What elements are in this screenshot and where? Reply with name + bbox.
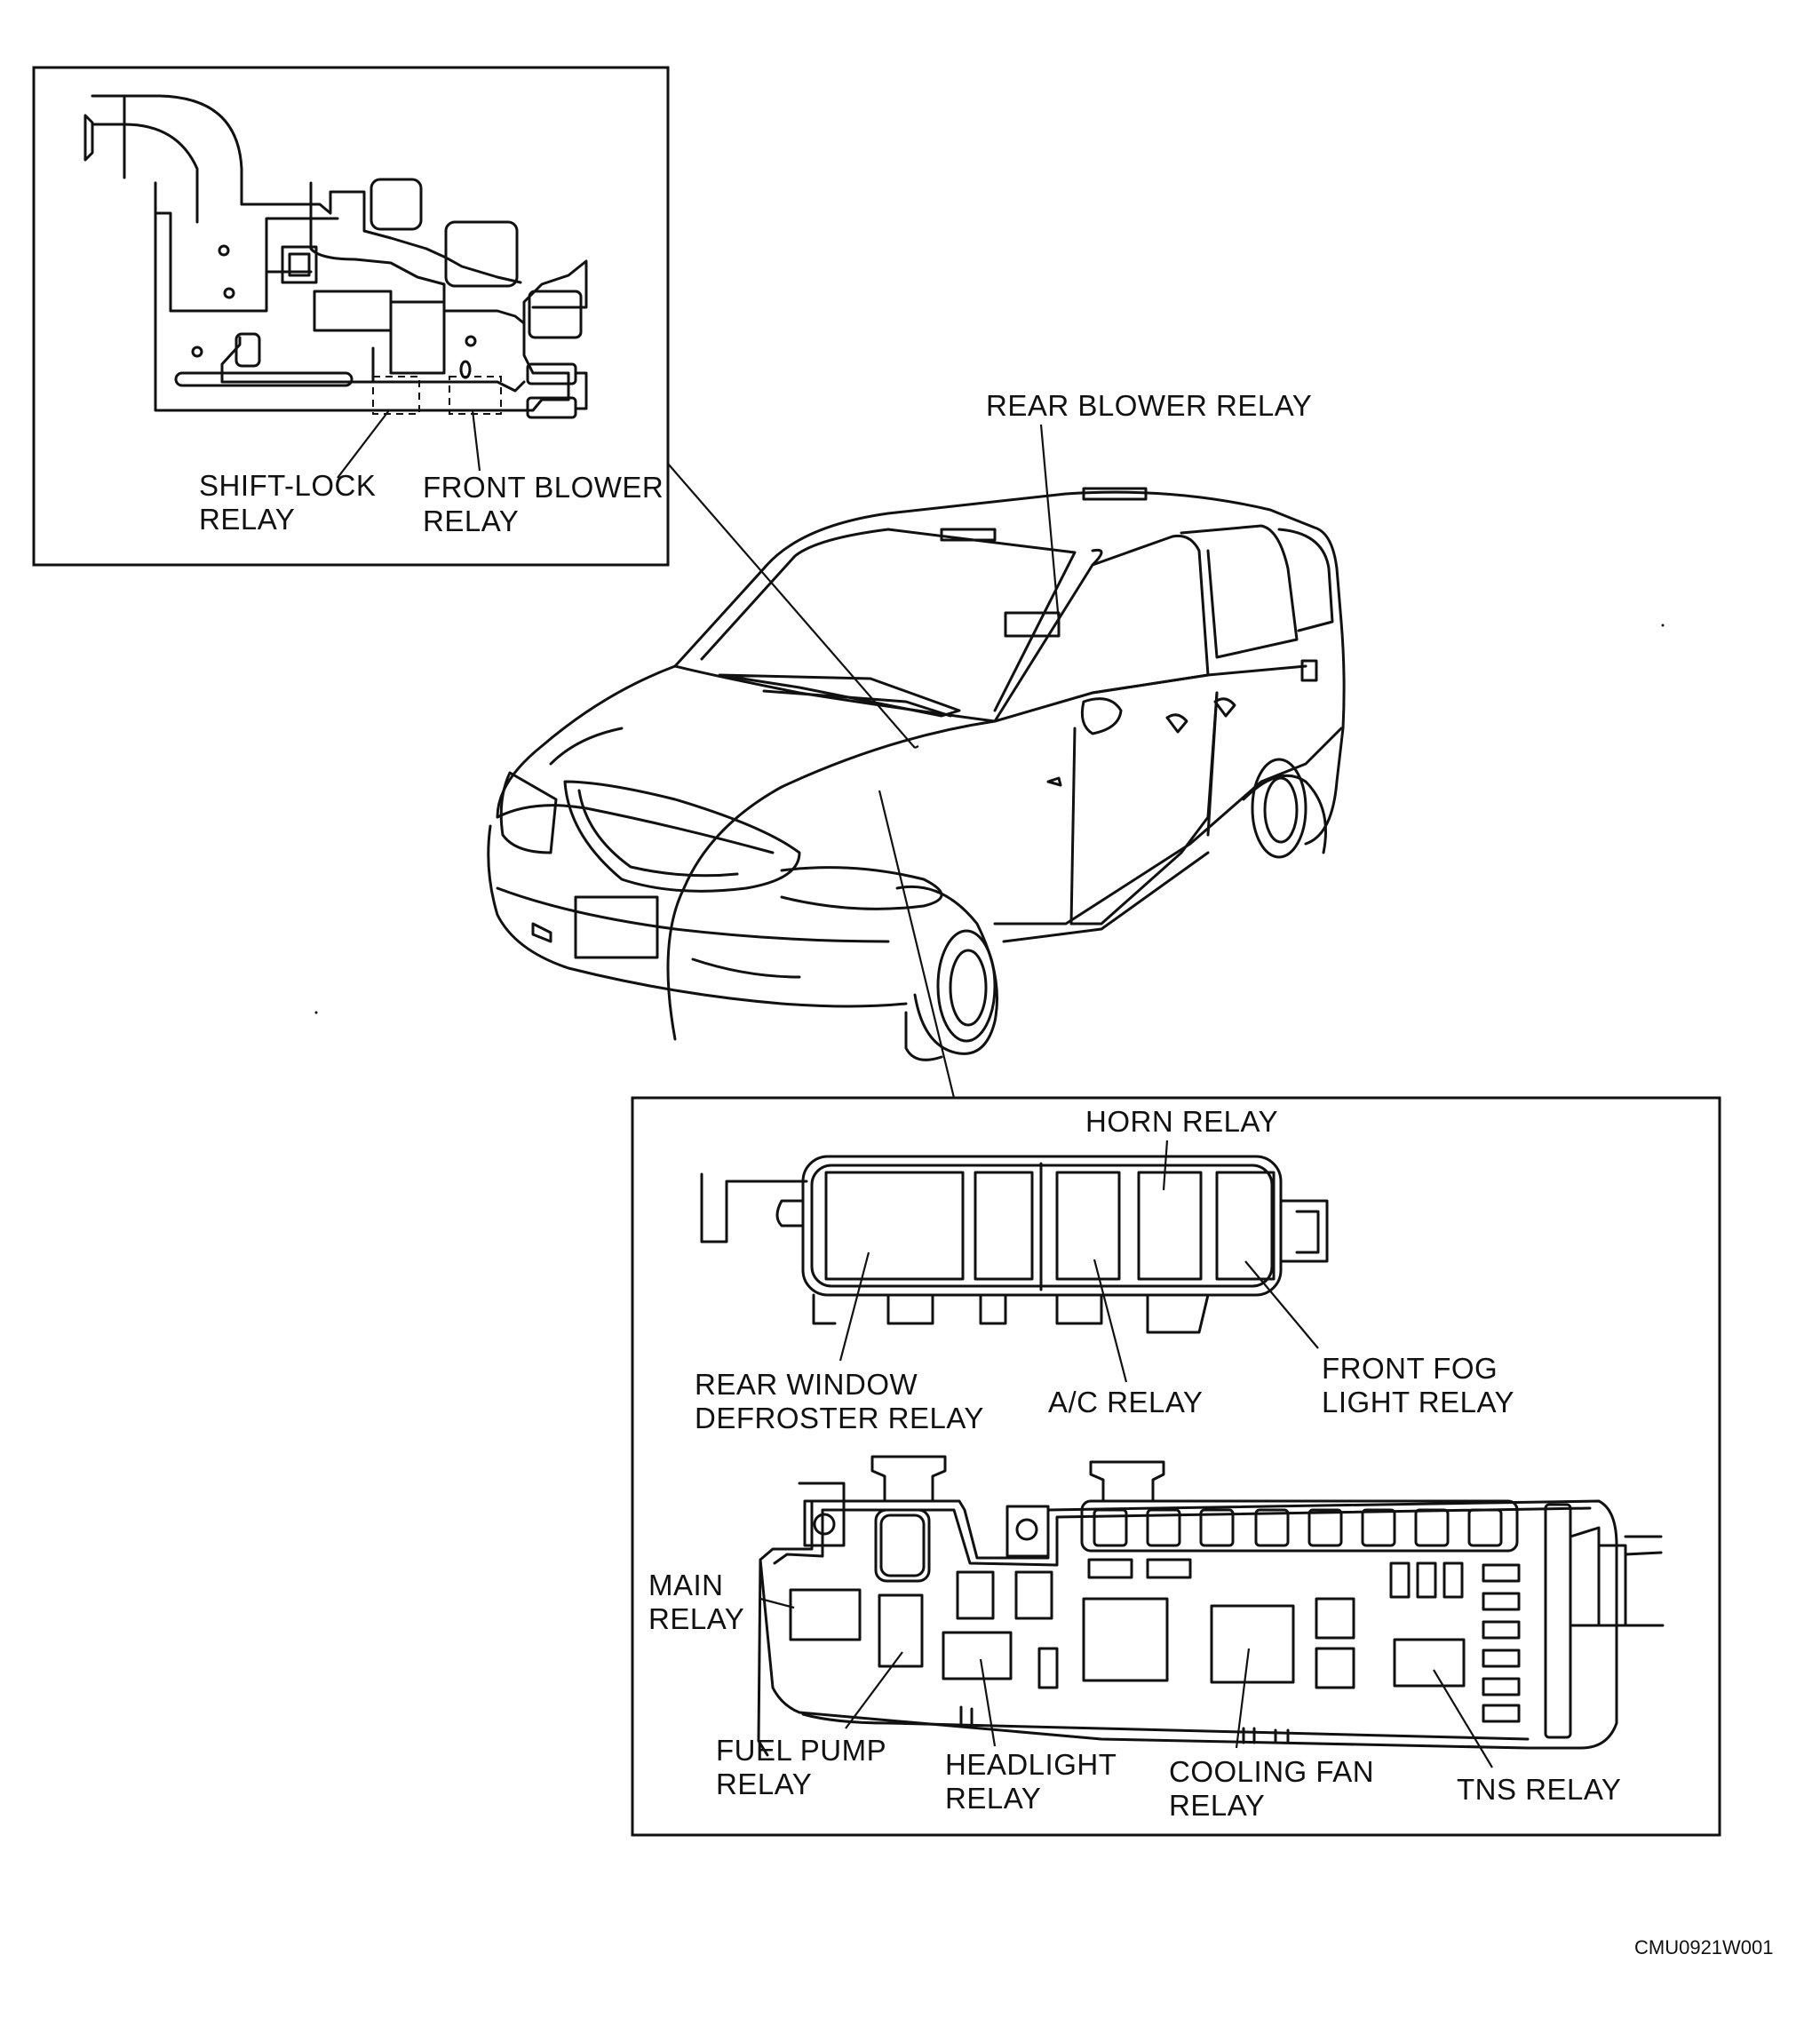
label-headlight-relay-line1: HEADLIGHT (945, 1748, 1117, 1781)
label-tns-relay: TNS RELAY (1457, 1773, 1622, 1806)
label-rear-window-defroster-relay-line1: REAR WINDOW (695, 1368, 918, 1401)
front-blower-relay-marker (449, 376, 502, 415)
label-front-fog-light-relay: FRONT FOG LIGHT RELAY (1322, 1352, 1514, 1419)
label-rear-blower-relay: REAR BLOWER RELAY (986, 389, 1313, 422)
minivan (487, 487, 1346, 1061)
leader-car-to-engine (878, 790, 956, 1099)
label-rear-window-defroster-relay: REAR WINDOW DEFROSTER RELAY (695, 1368, 984, 1435)
label-fuel-pump-relay-line2: RELAY (716, 1768, 813, 1800)
label-main-relay-line1: MAIN (648, 1569, 724, 1601)
label-fuel-pump-relay-line1: FUEL PUMP (716, 1734, 887, 1767)
label-main-relay-line2: RELAY (648, 1602, 745, 1635)
figure-code: CMU0921W001 (1634, 1936, 1774, 1958)
label-fuel-pump-relay: FUEL PUMP RELAY (716, 1734, 886, 1801)
dashboard-relay-bracket (83, 94, 588, 419)
label-shift-lock-relay-line2: RELAY (199, 503, 296, 536)
label-headlight-relay-line2: RELAY (945, 1782, 1042, 1815)
label-main-relay: MAIN RELAY (648, 1569, 744, 1636)
label-front-fog-light-relay-line2: LIGHT RELAY (1322, 1386, 1515, 1418)
label-front-fog-light-relay-line1: FRONT FOG (1322, 1352, 1498, 1385)
label-front-blower-relay-line2: RELAY (423, 504, 520, 537)
label-cooling-fan-relay: COOLING FAN RELAY (1169, 1755, 1374, 1823)
label-cooling-fan-relay-line2: RELAY (1169, 1789, 1266, 1822)
label-front-blower-relay-line1: FRONT BLOWER (423, 471, 664, 504)
label-ac-relay: A/C RELAY (1048, 1386, 1204, 1418)
lower-fuse-block (757, 1455, 1665, 1757)
upper-relay-block (700, 1155, 1329, 1334)
inset-panel-engine-room (631, 1096, 1721, 1837)
label-horn-relay: HORN RELAY (1085, 1105, 1279, 1138)
label-headlight-relay: HEADLIGHT RELAY (945, 1748, 1117, 1815)
label-shift-lock-relay: SHIFT-LOCK RELAY (199, 469, 376, 536)
label-cooling-fan-relay-line1: COOLING FAN (1169, 1755, 1375, 1788)
inset-panel-dashboard (32, 66, 670, 567)
shift-lock-relay-marker (372, 376, 420, 415)
label-front-blower-relay: FRONT BLOWER RELAY (423, 471, 664, 538)
leader-rear-blower (1039, 424, 1061, 623)
label-shift-lock-relay-line1: SHIFT-LOCK (199, 469, 377, 502)
label-rear-window-defroster-relay-line2: DEFROSTER RELAY (695, 1402, 984, 1434)
